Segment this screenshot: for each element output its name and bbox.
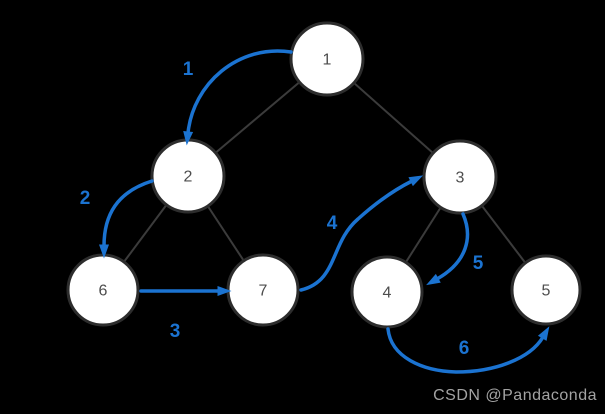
tree-node-label-5: 5	[542, 283, 551, 300]
traversal-arrow-1-from-1-to-2	[183, 49, 293, 146]
tree-node-label-2: 2	[184, 169, 193, 186]
tree-node-label-3: 3	[456, 170, 465, 187]
watermark-text: CSDN @Pandaconda	[433, 387, 597, 404]
traversal-arrow-2-from-2-to-6	[99, 179, 154, 259]
traversal-order-label-4: 4	[327, 213, 338, 234]
tree-node-4	[350, 255, 424, 329]
traversal-arrow-5-from-3-to-4	[426, 212, 470, 286]
tree-node-1	[289, 21, 365, 97]
tree-node-5	[510, 254, 582, 326]
traversal-order-label-6: 6	[459, 338, 470, 359]
tree-node-label-4: 4	[383, 285, 392, 302]
traversal-order-label-1: 1	[183, 59, 194, 80]
traversal-arrows	[99, 49, 550, 374]
traversal-arrow-4-from-7-to-3	[299, 175, 424, 292]
tree-node-3	[422, 139, 498, 215]
traversal-order-label-2: 2	[80, 188, 91, 209]
tree-node-label-6: 6	[99, 283, 108, 300]
tree-node-label-1: 1	[323, 52, 332, 69]
traversal-order-labels: 1 2 3 4 5 6	[80, 59, 484, 359]
tree-nodes: 1 2 3 6 7 4 5	[66, 21, 582, 329]
traversal-order-label-5: 5	[473, 253, 484, 274]
traversal-arrow-6-from-4-to-5	[386, 326, 550, 374]
traversal-order-label-3: 3	[170, 321, 181, 342]
tree-node-label-7: 7	[259, 283, 268, 300]
